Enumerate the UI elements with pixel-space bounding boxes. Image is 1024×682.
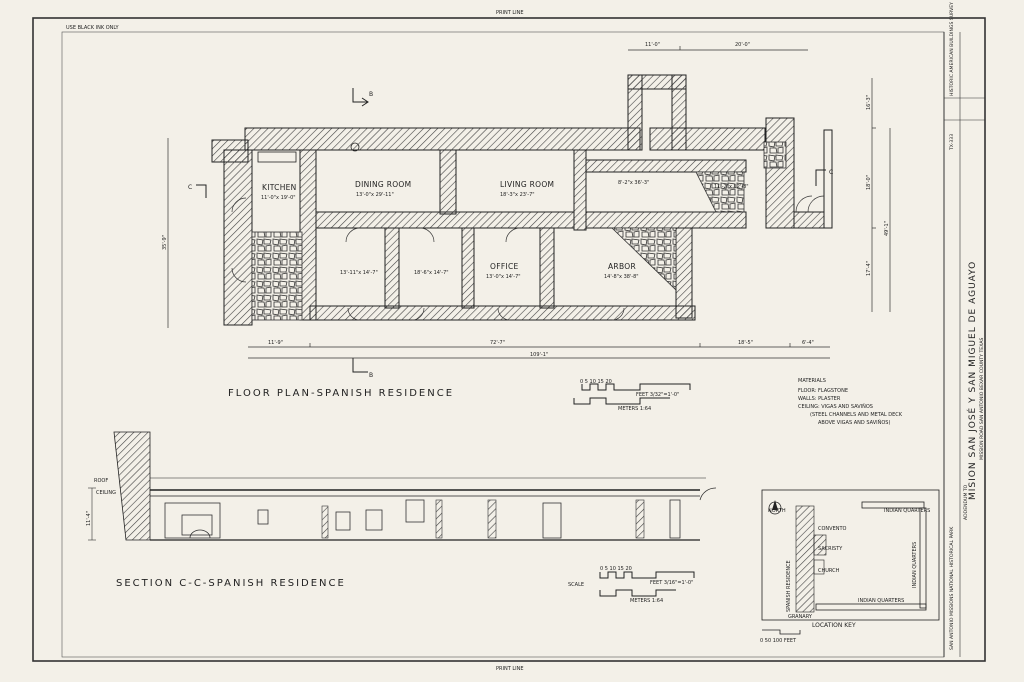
room-arbor: ARBOR — [608, 262, 636, 271]
room-kitchen-size: 11'-0"x 19'-0" — [261, 195, 296, 201]
corner-note: USE BLACK INK ONLY — [66, 25, 119, 31]
bottom-caption: PRINT LINE — [496, 666, 524, 672]
habs-number: TX-333 — [949, 134, 955, 151]
key-indian-quarters-east: INDIAN QUARTERS — [912, 542, 918, 588]
section-scale-feet: FEET 3/16"=1'-0" — [650, 580, 693, 586]
section-scale-ticks: 0 5 10 15 20 — [600, 566, 632, 572]
room-east-size: 8'-2"x 36'-3" — [618, 180, 649, 186]
top-caption: PRINT LINE — [496, 10, 524, 16]
section-marker-east: C — [829, 169, 833, 176]
materials-floor: FLOOR: FLAGSTONE — [798, 388, 848, 394]
room-dining: DINING ROOM — [355, 180, 411, 189]
floor-plan-scale-ticks: 0 5 10 15 20 — [580, 379, 612, 385]
project-title: MISION SAN JOSÉ Y SAN MIGUEL DE AGUAYO — [966, 261, 978, 500]
addendum-label: ADDENDUM TO — [963, 484, 969, 520]
room-middle-size: 18'-6"x 14'-7" — [414, 270, 449, 276]
key-sacristy: SACRISTY — [818, 546, 843, 552]
materials-ceiling: CEILING: VIGAS AND SAVIÑOS — [798, 403, 873, 410]
materials-walls: WALLS: PLASTER — [798, 396, 841, 402]
room-office: OFFICE — [490, 262, 519, 271]
key-church: CHURCH — [818, 568, 840, 574]
floor-plan-scale-meters: METERS 1:64 — [618, 406, 651, 412]
floor-plan-scale-feet: FEET 3/32"=1'-0" — [636, 392, 679, 398]
section-label-roof: ROOF — [94, 478, 108, 484]
section-marker-bottom: B — [369, 372, 373, 379]
project-address: MISSION ROAD SAN ANTONIO BEXAR COUNTY TE… — [979, 338, 985, 460]
key-indian-quarters-south: INDIAN QUARTERS — [858, 598, 904, 604]
section-elevation — [88, 431, 717, 597]
habs-label: HISTORIC AMERICAN BUILDINGS SURVEY — [949, 2, 955, 96]
section-label-ceiling: CEILING — [96, 490, 116, 496]
materials-heading: MATERIALS — [798, 378, 826, 384]
room-dining-size: 13'-0"x 29'-11" — [356, 192, 394, 198]
location-key-title: LOCATION KEY — [812, 622, 856, 629]
dim-right-overall: 49'-1" — [884, 221, 890, 236]
room-west-size: 13'-11"x 14'-7" — [340, 270, 378, 276]
dim-bottom-2: 72'-7" — [490, 340, 505, 346]
key-convento: CONVENTO — [818, 526, 847, 532]
section-marker-top: B — [369, 91, 373, 98]
section-scale-label: SCALE — [568, 582, 584, 588]
outer-border — [32, 17, 986, 662]
key-spanish-residence: SPANISH RESIDENCE — [786, 560, 792, 612]
dim-top-2: 20'-0" — [735, 42, 750, 48]
key-indian-quarters-north: INDIAN QUARTERS — [884, 508, 930, 514]
room-northeast-size: 11'-2"x 12'-8" — [714, 184, 749, 190]
dim-right-2: 18'-0" — [866, 175, 872, 190]
key-granary: GRANARY — [788, 614, 813, 620]
key-north: NORTH — [768, 508, 786, 514]
section-scale-meters: METERS 1:64 — [630, 598, 663, 604]
delineator-credit: SAN ANTONIO MISSIONS NATIONAL HISTORICAL… — [949, 526, 955, 650]
location-key-map — [761, 489, 940, 635]
dim-top-1: 11'-0" — [645, 42, 660, 48]
dim-right-1: 16'-3" — [866, 95, 872, 110]
dim-left: 35'-9" — [162, 235, 168, 250]
room-living-size: 18'-3"x 23'-7" — [500, 192, 535, 198]
room-kitchen: KITCHEN — [262, 183, 297, 192]
dim-overall: 109'-1" — [530, 352, 548, 358]
dim-bottom-3: 18'-5" — [738, 340, 753, 346]
dim-bottom-4: 6'-4" — [802, 340, 814, 346]
materials-steel: (STEEL CHANNELS AND METAL DECK — [810, 412, 903, 418]
materials-above: ABOVE VIGAS AND SAVIÑOS) — [818, 419, 890, 426]
room-arbor-size: 14'-8"x 38'-8" — [604, 274, 639, 280]
floor-plan-title: FLOOR PLAN-SPANISH RESIDENCE — [228, 388, 454, 399]
key-scale: 0 50 100 FEET — [760, 638, 797, 644]
dim-bottom-1: 11'-9" — [268, 340, 283, 346]
section-label-height: 11'-4" — [86, 511, 92, 526]
dim-right-3: 17'-4" — [866, 261, 872, 276]
room-office-size: 13'-0"x 14'-7" — [486, 274, 521, 280]
section-title: SECTION C-C-SPANISH RESIDENCE — [116, 578, 346, 589]
floor-plan — [167, 46, 891, 405]
room-living: LIVING ROOM — [500, 180, 554, 189]
section-marker-west: C — [188, 184, 192, 191]
